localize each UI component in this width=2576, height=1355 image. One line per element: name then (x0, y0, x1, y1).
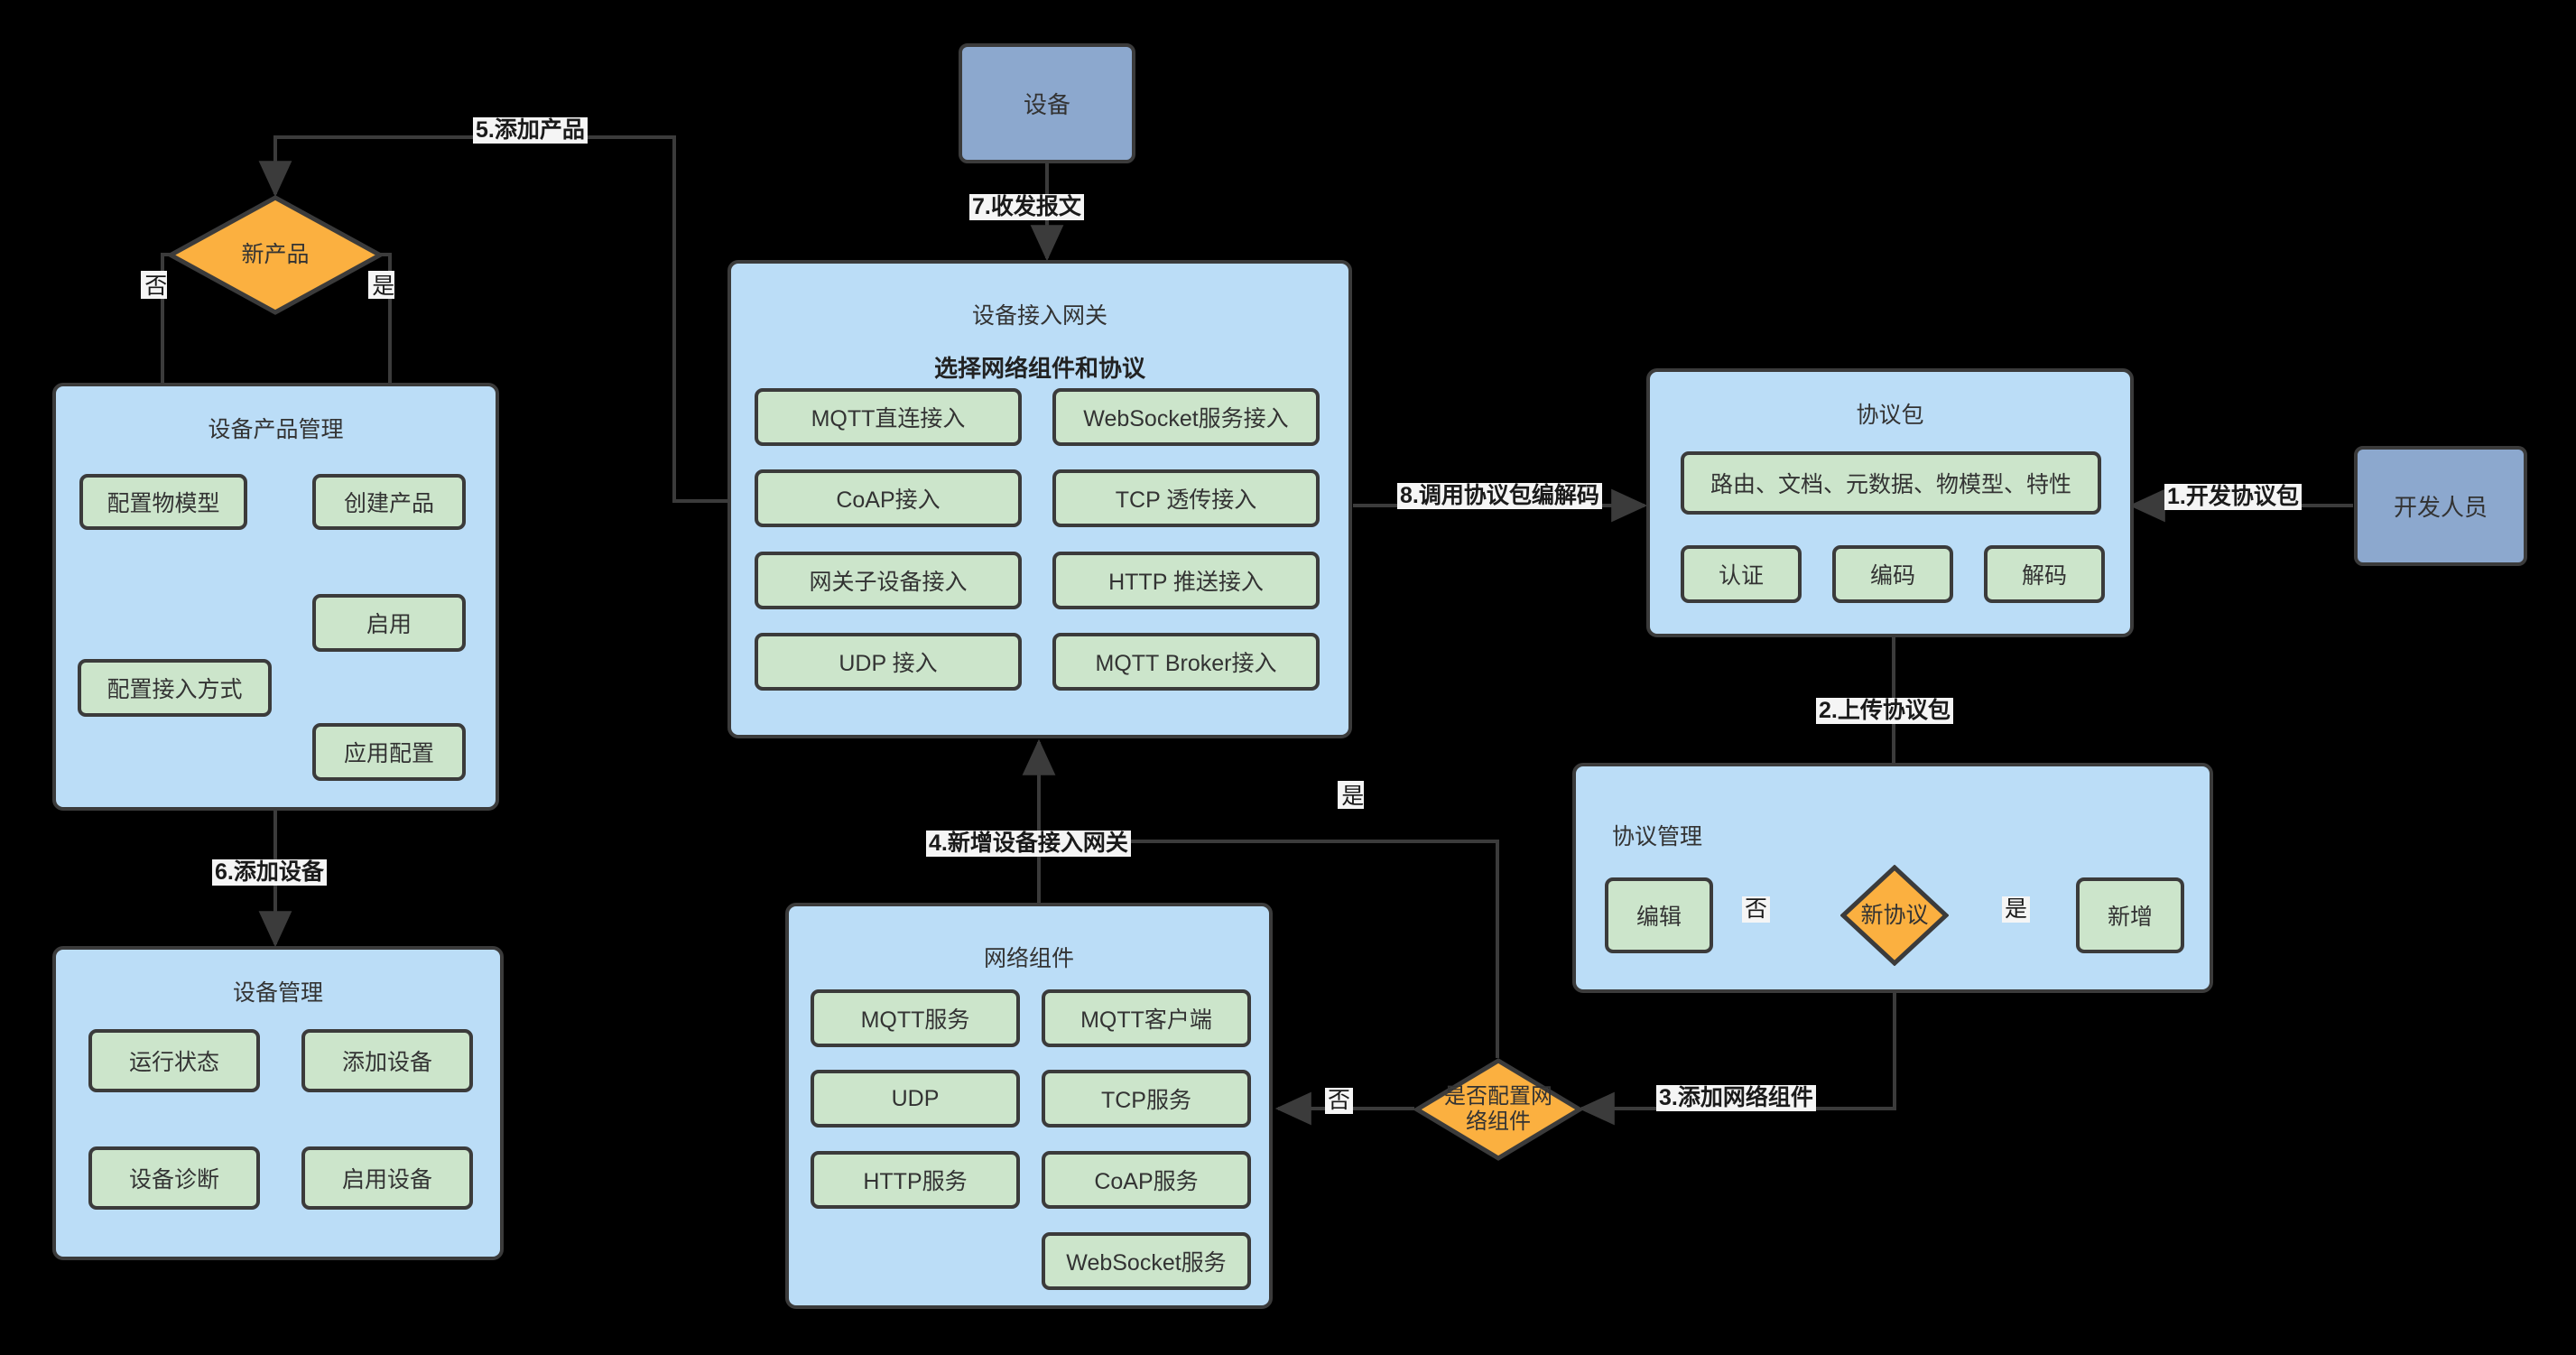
node-label: TCP 透传接入 (1115, 487, 1257, 513)
edge-label-step2: 2.上传协议包 (1816, 698, 1953, 724)
group-device-management[interactable]: 设备管理 (52, 946, 504, 1260)
actor-developer-label: 开发人员 (2393, 494, 2488, 521)
node-label: CoAP接入 (836, 487, 941, 513)
node-mqtt-broker-access[interactable]: MQTT Broker接入 (1052, 633, 1320, 691)
edge-label-step5: 5.添加产品 (473, 117, 588, 144)
node-label: UDP (891, 1085, 940, 1111)
node-udp-access[interactable]: UDP 接入 (755, 633, 1022, 691)
edge-label-net-cfg-no: 否 (1325, 1088, 1354, 1114)
node-label: 配置物模型 (107, 491, 220, 516)
node-label: 路由、文档、元数据、物模型、特性 (1710, 472, 2071, 497)
node-label: UDP 接入 (839, 651, 938, 676)
node-gateway-subdevice-access[interactable]: 网关子设备接入 (755, 552, 1022, 609)
edge-net-cfg-yes-to-gateway (1022, 738, 1499, 1058)
node-enable[interactable]: 启用 (312, 594, 466, 652)
edge-label-new-product-no: 否 (141, 271, 167, 299)
node-label: MQTT直连接入 (811, 406, 966, 432)
node-label: 配置接入方式 (107, 677, 243, 702)
node-label: TCP服务 (1100, 1088, 1191, 1113)
node-http-service[interactable]: HTTP服务 (811, 1151, 1020, 1209)
actor-device-label: 设备 (1023, 91, 1070, 118)
group-device-management-title: 设备管理 (232, 980, 323, 1006)
node-http-push-access[interactable]: HTTP 推送接入 (1052, 552, 1320, 609)
node-label: 网关子设备接入 (809, 570, 968, 595)
edge-label-step8: 8.调用协议包编解码 (1397, 483, 1602, 509)
node-label: 设备诊断 (128, 1167, 219, 1193)
node-device-diagnostics[interactable]: 设备诊断 (88, 1146, 260, 1210)
node-websocket-service[interactable]: WebSocket服务 (1042, 1232, 1251, 1290)
edge-label-step7: 7.收发报文 (969, 194, 1084, 220)
node-tcp-service[interactable]: TCP服务 (1042, 1070, 1251, 1128)
node-label: HTTP 推送接入 (1108, 570, 1264, 595)
decision-new-product[interactable]: 新产品 (167, 194, 384, 316)
node-configure-thing-model[interactable]: 配置物模型 (79, 474, 247, 530)
node-configure-access-mode[interactable]: 配置接入方式 (78, 659, 272, 717)
node-label: 新增 (2107, 905, 2153, 930)
node-label: 认证 (1718, 563, 1764, 589)
node-app-config[interactable]: 应用配置 (312, 723, 466, 781)
node-mqtt-direct-access[interactable]: MQTT直连接入 (755, 388, 1022, 446)
node-create-product[interactable]: 创建产品 (312, 474, 466, 530)
node-auth[interactable]: 认证 (1681, 545, 1802, 603)
decision-configure-network-components[interactable]: 是否配置网 络组件 (1414, 1058, 1582, 1161)
node-label: 应用配置 (343, 741, 434, 766)
decision-new-protocol[interactable]: 新协议 (1840, 865, 1949, 966)
node-label: HTTP服务 (863, 1169, 968, 1194)
node-label: 启用 (366, 612, 412, 637)
node-label: MQTT Broker接入 (1095, 651, 1277, 676)
node-label: MQTT服务 (860, 1007, 970, 1033)
decision-new-protocol-label: 新协议 (1860, 902, 1929, 928)
node-label: MQTT客户端 (1080, 1007, 1212, 1033)
node-label: 启用设备 (341, 1167, 432, 1193)
group-protocol-package-title: 协议包 (1856, 403, 1924, 428)
node-label: WebSocket服务 (1066, 1250, 1227, 1276)
edge-label-net-cfg-yes: 是 (1338, 781, 1364, 809)
node-add-device[interactable]: 添加设备 (301, 1029, 473, 1092)
edge-label-new-protocol-no: 否 (1742, 896, 1771, 923)
node-label: 创建产品 (343, 491, 434, 516)
group-protocol-management-title: 协议管理 (1612, 824, 1703, 849)
edge-label-step6: 6.添加设备 (212, 859, 327, 886)
decision-line-2: 络组件 (1466, 1109, 1531, 1134)
node-label: 编码 (1869, 563, 1915, 589)
node-mqtt-client[interactable]: MQTT客户端 (1042, 989, 1251, 1047)
actor-device[interactable]: 设备 (959, 43, 1135, 163)
edge-label-step1: 1.开发协议包 (2164, 484, 2302, 510)
decision-configure-network-components-label: 是否配置网 络组件 (1414, 1058, 1582, 1161)
node-enable-device[interactable]: 启用设备 (301, 1146, 473, 1210)
node-coap-service[interactable]: CoAP服务 (1042, 1151, 1251, 1209)
edge-label-step3: 3.添加网络组件 (1656, 1085, 1816, 1111)
node-tcp-transparent-access[interactable]: TCP 透传接入 (1052, 469, 1320, 527)
edge-label-new-protocol-yes: 是 (2002, 896, 2031, 923)
node-label: 运行状态 (128, 1050, 219, 1075)
node-encode[interactable]: 编码 (1832, 545, 1953, 603)
node-add-protocol[interactable]: 新增 (2076, 877, 2184, 953)
node-coap-access[interactable]: CoAP接入 (755, 469, 1022, 527)
group-network-components-title: 网络组件 (983, 946, 1074, 971)
edge-label-step4: 4.新增设备接入网关 (926, 831, 1131, 857)
node-label: 添加设备 (341, 1050, 432, 1075)
node-label: CoAP服务 (1094, 1169, 1199, 1194)
group-device-access-gateway-subtitle: 选择网络组件和协议 (933, 355, 1145, 382)
node-running-status[interactable]: 运行状态 (88, 1029, 260, 1092)
node-routing-docs-metadata-thingmodel-features[interactable]: 路由、文档、元数据、物模型、特性 (1681, 451, 2101, 515)
decision-new-product-label: 新产品 (241, 242, 310, 268)
group-device-access-gateway-title: 设备接入网关 (971, 303, 1107, 329)
node-label: 解码 (2021, 563, 2067, 589)
actor-developer[interactable]: 开发人员 (2354, 446, 2527, 566)
node-edit-protocol[interactable]: 编辑 (1605, 877, 1713, 953)
node-mqtt-service[interactable]: MQTT服务 (811, 989, 1020, 1047)
edge-gateway-to-new-product (258, 135, 727, 503)
node-decode[interactable]: 解码 (1984, 545, 2105, 603)
node-label: WebSocket服务接入 (1083, 406, 1289, 432)
decision-line-1: 是否配置网 (1444, 1084, 1552, 1109)
edge-label-new-product-yes: 是 (368, 271, 394, 299)
node-websocket-service-access[interactable]: WebSocket服务接入 (1052, 388, 1320, 446)
group-device-product-management-title: 设备产品管理 (208, 417, 344, 442)
node-label: 编辑 (1635, 905, 1682, 930)
node-udp[interactable]: UDP (811, 1070, 1020, 1128)
